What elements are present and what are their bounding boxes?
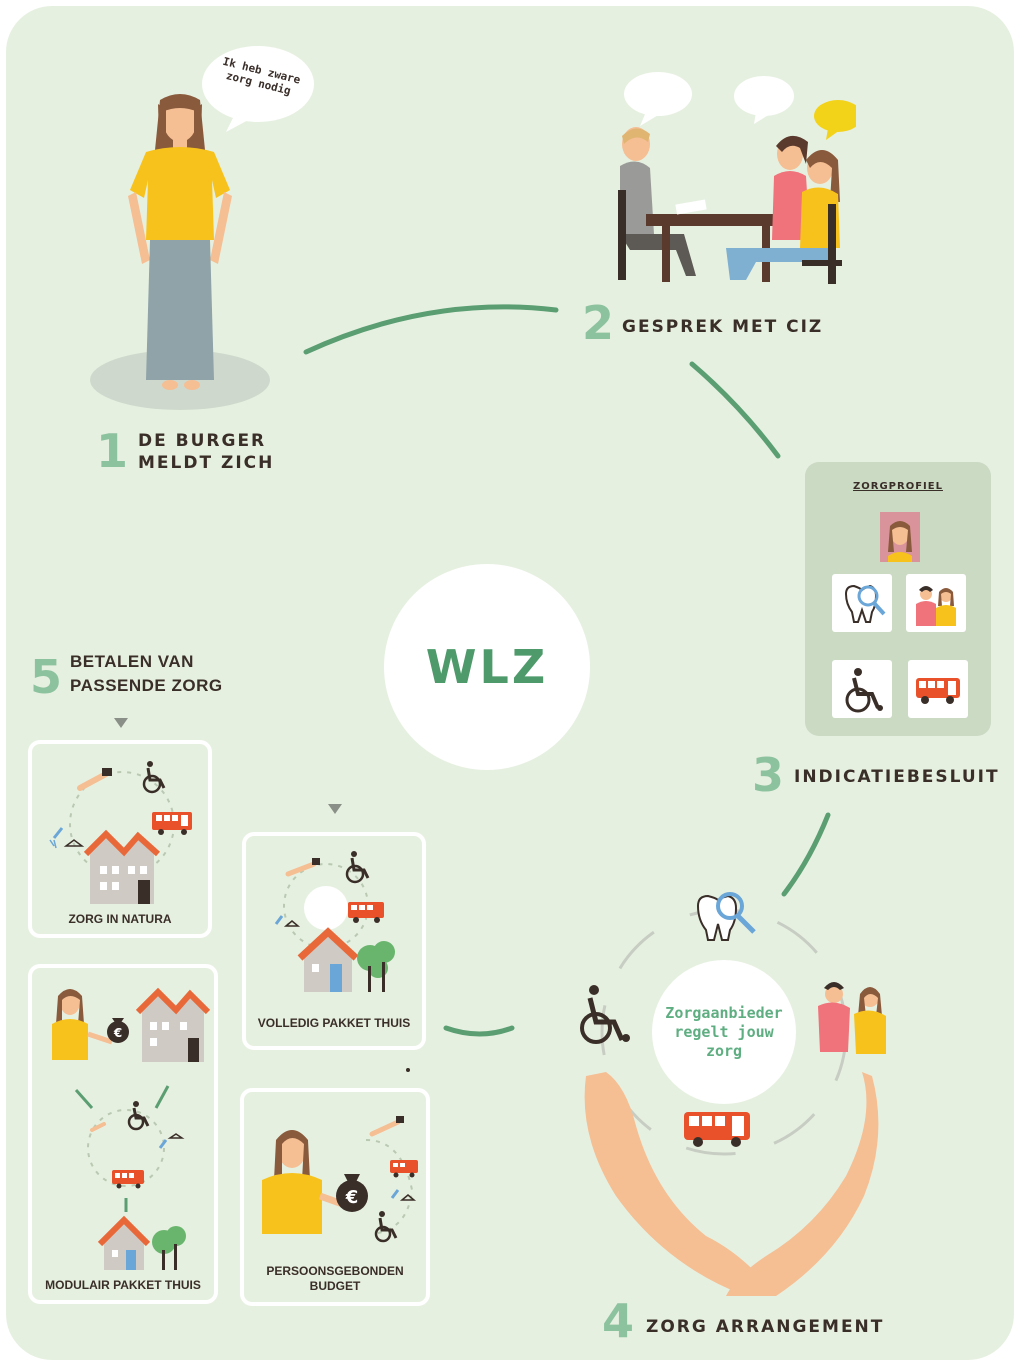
step-5-line-2: PASSENDE ZORG: [70, 676, 223, 695]
tile-wheelchair: [832, 660, 892, 718]
tile-bus: [908, 660, 968, 718]
woman-icon: [90, 94, 270, 410]
hanger-icon: [167, 1133, 185, 1139]
pgb-label-line-1: PERSOONSGEBONDEN: [266, 1264, 404, 1278]
step-1-line-1: DE BURGER: [138, 431, 267, 451]
money-bag-icon: €: [107, 1018, 129, 1043]
zorgprofiel-title: ZORGPROFIEL: [853, 481, 943, 492]
step-2-label: GESPREK MET CIZ: [622, 317, 824, 337]
people-icon: [916, 586, 956, 626]
arrow-down-icon: [328, 804, 342, 814]
money-bag-icon: €: [336, 1174, 368, 1212]
hanger-icon: [399, 1194, 417, 1201]
bus-icon: [916, 678, 960, 704]
option-label-volledig-pakket-thuis: VOLLEDIG PAKKET THUIS: [257, 1016, 411, 1030]
bus-icon: [684, 1112, 750, 1147]
step-4-number: 4: [602, 1294, 635, 1348]
bus-icon: [348, 902, 384, 923]
option-card-persoonsgebonden-budget: € PERSOONSGEBONDEN BUDGET: [240, 1088, 430, 1306]
option-card-volledig-pakket-thuis: VOLLEDIG PAKKET THUIS: [242, 832, 426, 1050]
hand-icon: [90, 1122, 106, 1132]
modulair-illustration: €: [52, 987, 211, 1270]
shower-icon: [274, 915, 284, 925]
pgb-label-line-2: BUDGET: [309, 1279, 361, 1293]
option-label-persoonsgebonden-budget: PERSOONSGEBONDEN BUDGET: [244, 1264, 426, 1294]
wheelchair-icon: [345, 851, 370, 884]
option-card-zorg-in-natura: ZORG IN NATURA: [28, 740, 212, 938]
zorgprofiel-panel: ZORGPROFIEL: [805, 462, 991, 736]
step-1-label: DE BURGER MELDT ZICH: [138, 430, 274, 474]
connector-4-5: [443, 1025, 515, 1037]
hanger-icon: [283, 920, 301, 927]
step-5-label: BETALEN VAN PASSENDE ZORG: [70, 650, 223, 698]
tile-people: [906, 574, 966, 632]
connector-1-2: [303, 304, 559, 355]
step-2-number: 2: [582, 296, 615, 350]
meeting-table-icon: [618, 72, 856, 284]
arrangement-center-circle: Zorgaanbieder regelt jouw zorg: [652, 960, 796, 1104]
woman-icon: [52, 989, 113, 1060]
speech-bubble-icon: [202, 46, 314, 132]
connector-2-3: [689, 361, 781, 459]
house-icon: [97, 1215, 151, 1270]
dot: [406, 1068, 410, 1072]
arrangement-center-text: Zorgaanbieder regelt jouw zorg: [652, 1004, 796, 1061]
svg-text:€: €: [113, 1026, 122, 1040]
natura-illustration: [49, 761, 192, 904]
tree-icon: [357, 941, 395, 992]
wheelchair-icon: [374, 1211, 398, 1243]
step-1-number: 1: [96, 424, 129, 478]
hand-icon: [369, 1119, 401, 1137]
tree-icon: [152, 1226, 186, 1270]
tile-tooth: [832, 574, 892, 632]
svg-text:€: €: [345, 1187, 359, 1208]
hanger-icon: [63, 839, 85, 847]
hand-icon: [285, 861, 317, 877]
step-3-label: INDICATIEBESLUIT: [794, 767, 1000, 787]
arrangement-line-2: regelt jouw zorg: [674, 1022, 774, 1060]
arrow-down-icon: [114, 718, 128, 728]
wheelchair-icon: [127, 1101, 150, 1131]
wlz-label: WLZ: [425, 640, 549, 694]
volledig-illustration: [274, 851, 395, 992]
wheelchair-icon: [580, 985, 630, 1044]
house-icon: [135, 987, 211, 1062]
hand-icon: [77, 771, 109, 791]
arrangement-line-1: Zorgaanbieder: [665, 1003, 783, 1022]
wlz-center-circle: WLZ: [384, 564, 590, 770]
step-5-number: 5: [30, 650, 63, 704]
wheelchair-icon: [845, 668, 883, 713]
step-4-label: ZORG ARRANGEMENT: [646, 1317, 885, 1337]
option-label-modulair-pakket-thuis: MODULAIR PAKKET THUIS: [45, 1278, 201, 1292]
connector-3-4: [781, 812, 831, 897]
profile-photo-icon: [880, 512, 920, 562]
option-label-zorg-in-natura: ZORG IN NATURA: [68, 912, 172, 926]
hands-icon: [580, 892, 886, 1296]
step-5-line-1: BETALEN VAN: [70, 652, 194, 671]
house-icon: [83, 829, 161, 904]
bus-icon: [390, 1160, 418, 1178]
house-icon: [297, 927, 359, 992]
pgb-illustration: €: [262, 1116, 418, 1243]
tooth-magnifier-icon: [696, 892, 756, 941]
shower-icon: [390, 1189, 400, 1199]
option-card-modulair-pakket-thuis: € MODULAIR PAKKET THUIS: [28, 964, 218, 1304]
wheelchair-icon: [142, 761, 166, 794]
people-icon: [818, 982, 886, 1054]
bus-icon: [152, 812, 192, 835]
step-1-line-2: MELDT ZICH: [138, 453, 275, 473]
bus-icon: [112, 1170, 144, 1189]
woman-icon: [262, 1130, 350, 1234]
tooth-magnifier-icon: [844, 584, 886, 623]
shower-icon: [49, 827, 64, 849]
shower-icon: [158, 1139, 168, 1149]
step-3-number: 3: [752, 748, 785, 802]
